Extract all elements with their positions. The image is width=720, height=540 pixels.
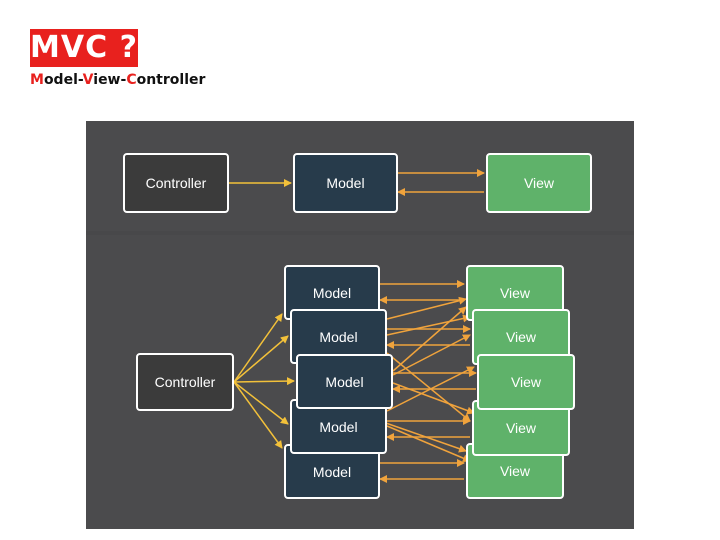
mvc-diagram: Controller Model View Controller Model M… bbox=[86, 121, 634, 529]
subtitle-text-ontroller: ontroller bbox=[136, 72, 206, 88]
model-label: Model bbox=[319, 328, 358, 345]
arrow-cross-1 bbox=[386, 296, 467, 320]
arrow-cross-9 bbox=[386, 352, 471, 422]
arrow-cross-3 bbox=[392, 306, 467, 372]
panel-divider bbox=[86, 231, 634, 235]
view-label: View bbox=[523, 175, 555, 191]
title-badge: MVC ? bbox=[30, 29, 138, 67]
model-label: Model bbox=[312, 284, 352, 301]
arrow-cross-2 bbox=[386, 314, 471, 336]
model-label: Model bbox=[312, 463, 352, 480]
view-box-3: View bbox=[477, 354, 575, 410]
subtitle: Model-View-Controller bbox=[30, 72, 205, 88]
subtitle-text-odel: odel- bbox=[43, 72, 83, 88]
arrow-fan-3 bbox=[233, 377, 295, 386]
arrow-fan-2 bbox=[233, 335, 289, 383]
controller-box-bottom: Controller bbox=[136, 353, 234, 411]
model-box-3: Model bbox=[296, 354, 393, 409]
subtitle-letter-v: V bbox=[82, 72, 94, 88]
model-label: Model bbox=[319, 418, 358, 435]
model-label: Model bbox=[326, 175, 365, 191]
controller-label: Controller bbox=[154, 374, 216, 390]
model-label: Model bbox=[325, 373, 364, 390]
view-label: View bbox=[499, 285, 531, 301]
arrow-cross-5 bbox=[392, 382, 475, 415]
arrow-cross-7 bbox=[386, 425, 471, 462]
view-box-top: View bbox=[486, 153, 592, 213]
controller-box-top: Controller bbox=[123, 153, 229, 213]
arrow-cross-8 bbox=[379, 420, 467, 453]
arrow-layer bbox=[229, 169, 485, 483]
view-label: View bbox=[505, 329, 537, 345]
arrow-fan-1 bbox=[233, 313, 283, 383]
controller-label: Controller bbox=[145, 175, 207, 191]
model-box-top: Model bbox=[293, 153, 398, 213]
arrow-fan-4 bbox=[233, 381, 289, 425]
view-label: View bbox=[505, 420, 537, 436]
subtitle-letter-c: C bbox=[126, 72, 137, 88]
arrow-fan-5 bbox=[233, 381, 283, 449]
subtitle-letter-m: M bbox=[30, 72, 44, 88]
arrow-cross-4 bbox=[392, 334, 471, 376]
subtitle-text-iew: iew- bbox=[93, 72, 127, 88]
view-label: View bbox=[499, 463, 531, 479]
view-label: View bbox=[510, 374, 542, 390]
